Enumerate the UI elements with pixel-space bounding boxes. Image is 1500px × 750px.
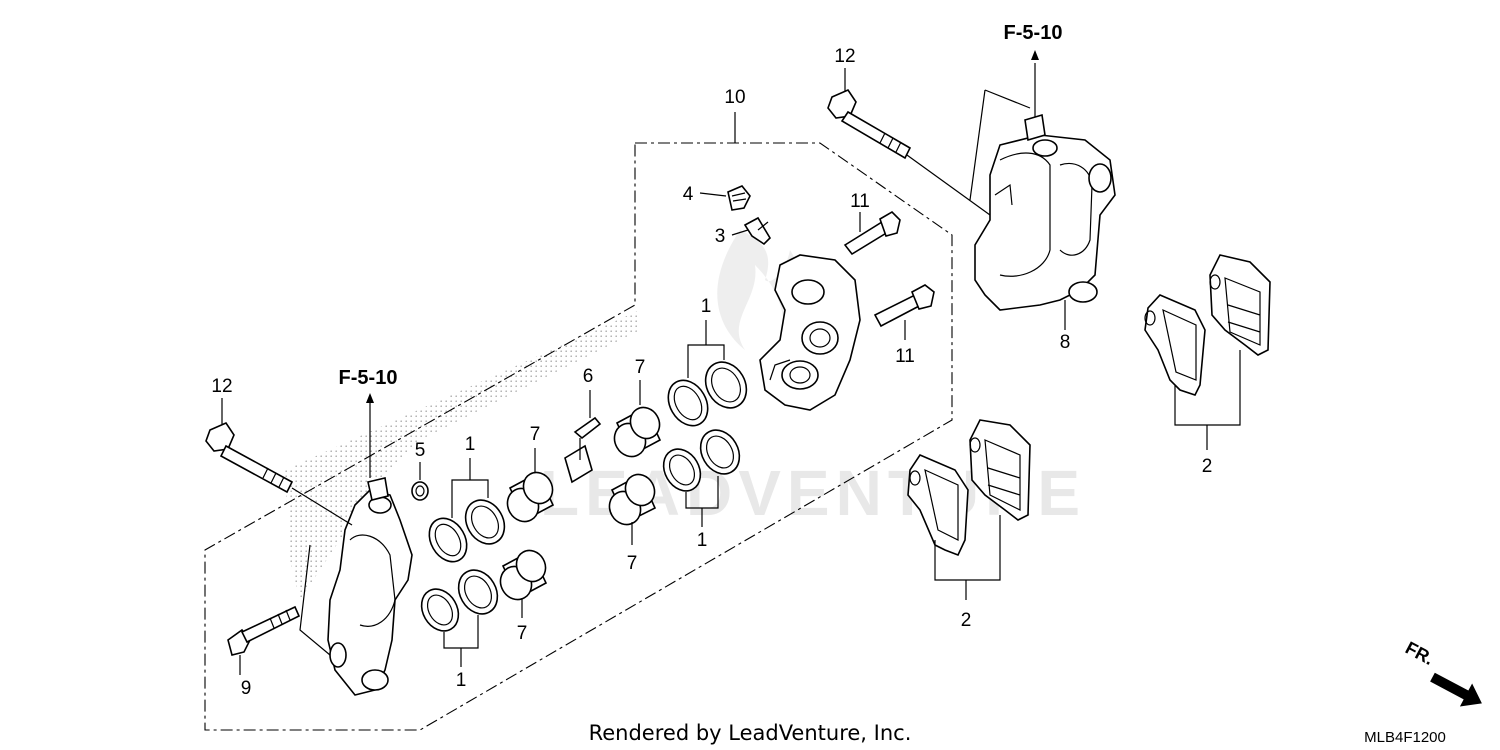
bolt-11-bottom (873, 284, 935, 328)
leader-3 (731, 229, 749, 236)
callout-11-bottom: 11 (895, 346, 915, 367)
leader-bolt12-top (899, 149, 991, 216)
piston-7-upper (613, 406, 662, 458)
watermark-flame-icon (717, 230, 806, 365)
front-direction-arrow: FR. (1402, 638, 1482, 707)
callout-1-bottom: 1 (456, 670, 467, 691)
callout-1-mid: 1 (697, 530, 708, 551)
bolt-12-top (827, 88, 912, 160)
callout-7-low: 7 (627, 553, 638, 574)
callout-6: 6 (583, 366, 594, 387)
callout-11-top: 11 (850, 191, 870, 212)
caliper-right (974, 113, 1116, 311)
pads-middle (907, 419, 1031, 557)
callout-8: 8 (1060, 332, 1071, 353)
callout-9: 9 (241, 678, 252, 699)
callout-12-top: 12 (834, 46, 855, 67)
piston-7-lower (608, 473, 657, 526)
cap-4 (727, 185, 751, 211)
reference-top[interactable]: F-5-10 (1004, 22, 1063, 44)
seal-5 (411, 481, 429, 501)
leader-4 (699, 192, 727, 197)
reference-left[interactable]: F-5-10 (339, 367, 398, 389)
seals-upper (662, 361, 748, 492)
leader-bolt12-left (291, 487, 353, 526)
callout-2-right: 2 (1202, 456, 1213, 477)
pin-6 (564, 416, 602, 484)
caliper-center (759, 254, 861, 411)
leader-caliper-left (299, 544, 331, 656)
diagram-code: MLB4F1200 (1364, 729, 1446, 746)
bolt-9 (227, 605, 301, 656)
callout-3: 3 (715, 226, 726, 247)
callout-7-lowmid: 7 (517, 623, 528, 644)
bleeder-3 (743, 216, 772, 246)
pads-right (1144, 254, 1271, 396)
shading-left (285, 310, 640, 600)
piston-7-left-upper (506, 471, 555, 523)
callout-1-top: 1 (701, 296, 712, 317)
leader-caliper-right (969, 89, 1031, 201)
callout-1-upper: 1 (465, 434, 476, 455)
bolt-11-top (843, 210, 901, 256)
callout-4: 4 (683, 184, 694, 205)
bracket-2-mid (934, 515, 1001, 581)
callout-7-mid: 7 (530, 424, 541, 445)
arrow-right-icon (1430, 672, 1482, 707)
piston-7-left-lower (499, 549, 548, 601)
callout-12-left: 12 (211, 376, 232, 397)
callout-2-mid: 2 (961, 610, 972, 631)
callout-10: 10 (724, 87, 745, 108)
assembly-outline (204, 142, 953, 731)
arrow-ref-top-icon (1031, 50, 1039, 60)
arrow-ref-left-icon (366, 393, 374, 403)
render-credit: Rendered by LeadVenture, Inc. (589, 721, 912, 745)
seals-lower (420, 499, 506, 632)
bolt-12-left (205, 421, 294, 494)
front-direction-label: FR. (1402, 638, 1437, 669)
caliper-left (327, 477, 413, 696)
callout-7-top: 7 (635, 357, 646, 378)
callout-5: 5 (415, 440, 426, 461)
